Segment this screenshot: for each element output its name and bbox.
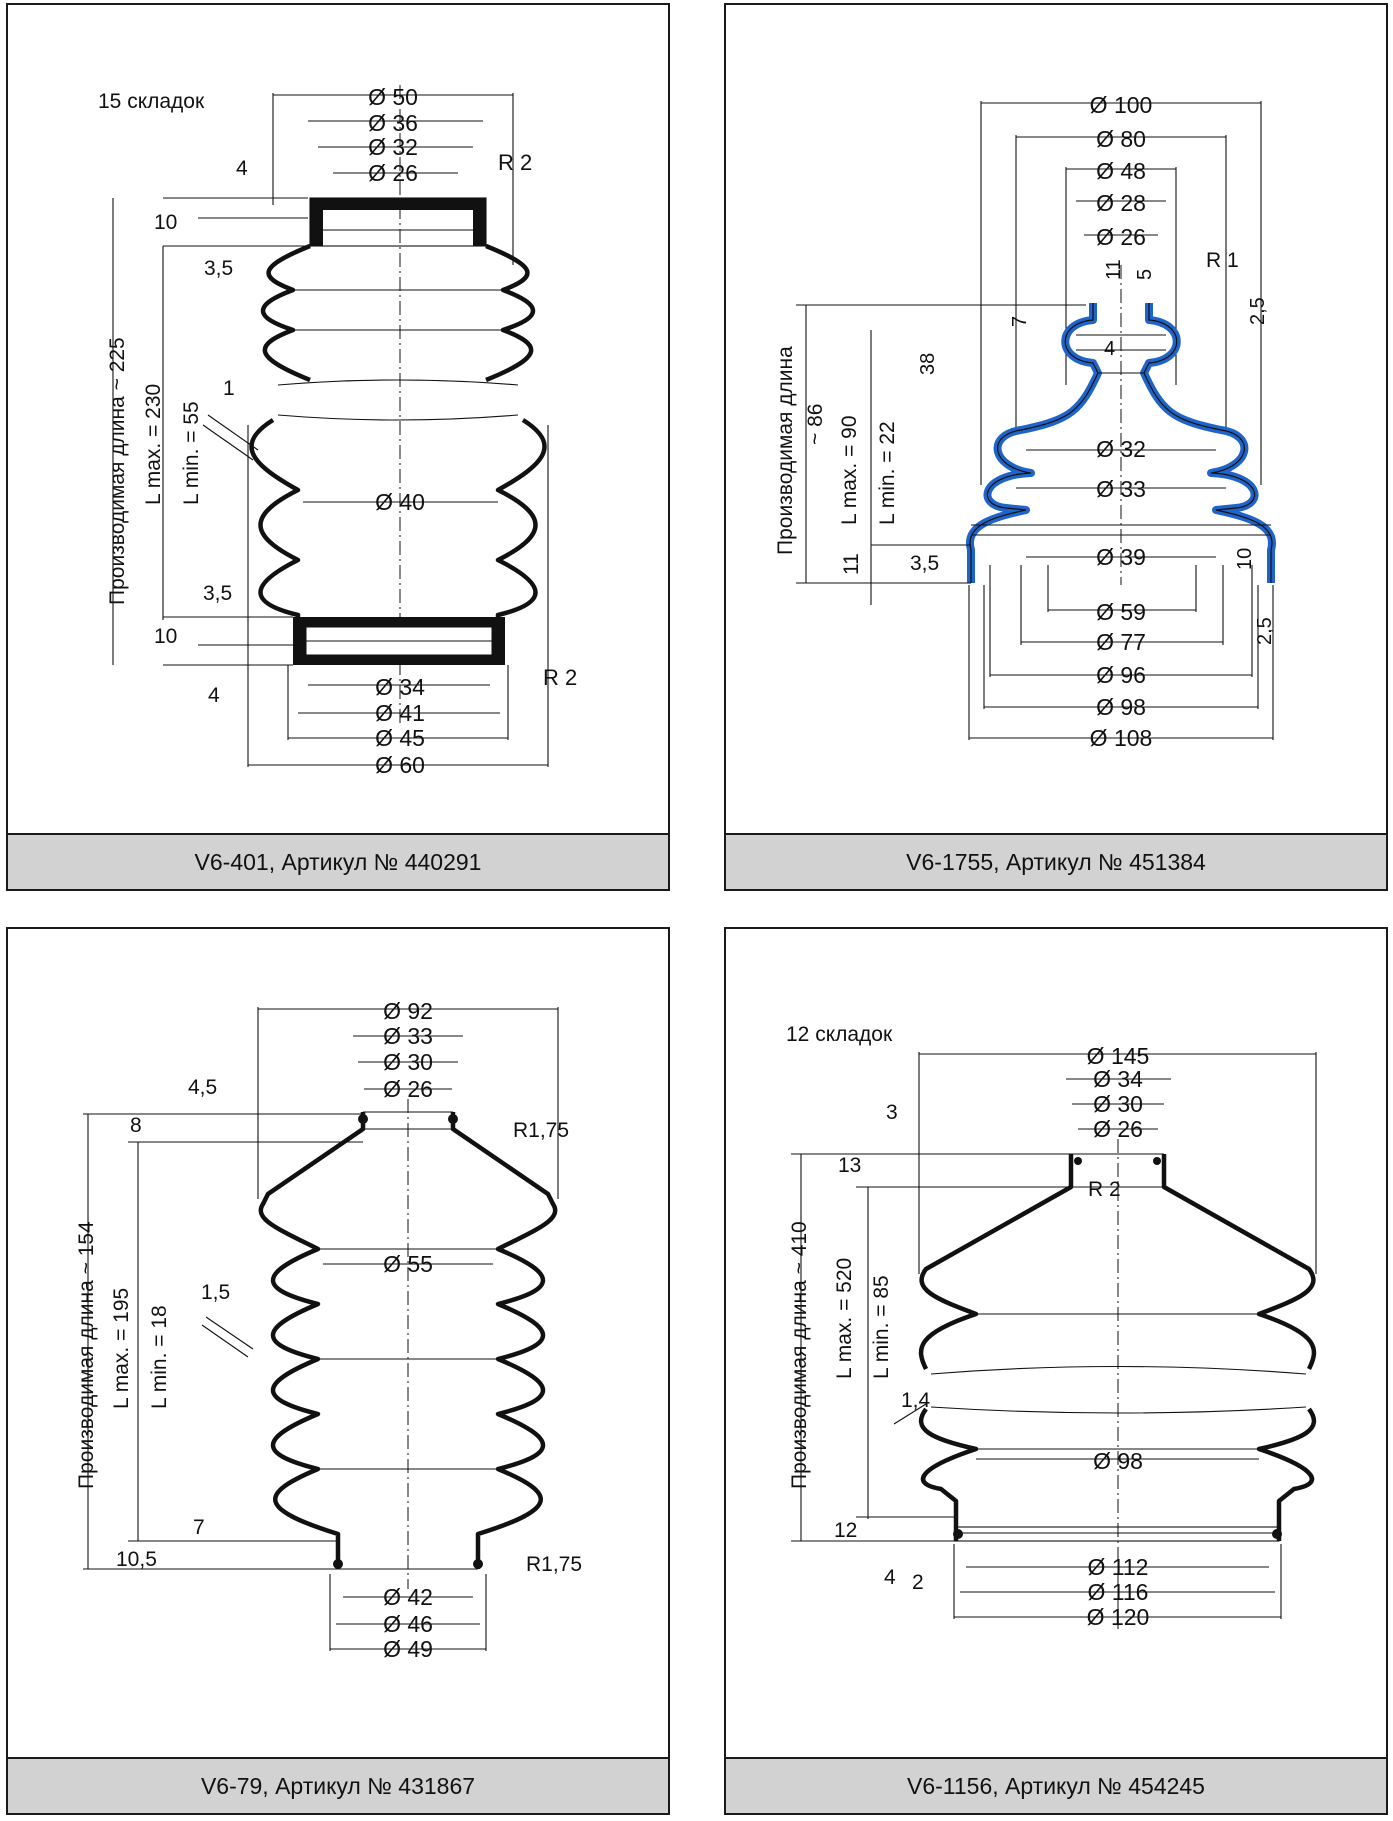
dim-d46: Ø 46 bbox=[383, 1611, 433, 1637]
dim-d45: Ø 45 bbox=[375, 725, 425, 751]
dim-v4: 4 bbox=[1104, 338, 1115, 360]
dim-v12: 12 bbox=[834, 1519, 857, 1542]
dim-d92: Ø 92 bbox=[383, 998, 433, 1024]
v6-401-drawing: 15 складок Ø 50 Ø 36 Ø 32 Ø 26 R 2 4 10 … bbox=[98, 84, 577, 778]
radius-r1: R 1 bbox=[1206, 249, 1239, 272]
dim-v105: 10,5 bbox=[116, 1548, 157, 1571]
dim-d120: Ø 120 bbox=[1087, 1604, 1150, 1630]
dim-d34: Ø 34 bbox=[1093, 1066, 1143, 1092]
length-max: L max. = 90 bbox=[838, 415, 861, 525]
dim-d26: Ø 26 bbox=[368, 160, 418, 186]
v6-1156-drawing: 12 складок Ø 145 Ø 34 Ø 30 Ø 26 3 13 R 2… bbox=[786, 1023, 1317, 1630]
dim-d33: Ø 33 bbox=[383, 1023, 433, 1049]
dim-d33: Ø 33 bbox=[1096, 476, 1146, 502]
dim-d80: Ø 80 bbox=[1096, 126, 1146, 152]
radius-top: R1,75 bbox=[513, 1119, 569, 1142]
dim-v5: 5 bbox=[1134, 269, 1156, 280]
dim-d49: Ø 49 bbox=[383, 1636, 433, 1662]
dim-d30: Ø 30 bbox=[383, 1049, 433, 1075]
length-total: Производимая длина ~ 225 bbox=[106, 337, 129, 605]
dim-d26: Ø 26 bbox=[1096, 224, 1146, 250]
dim-t10: 10 bbox=[154, 211, 177, 234]
dim-d100: Ø 100 bbox=[1090, 92, 1153, 118]
dim-d96: Ø 96 bbox=[1096, 662, 1146, 688]
dim-d112: Ø 112 bbox=[1088, 1554, 1149, 1580]
length-approx: ~ 86 bbox=[804, 404, 827, 445]
fold-count-note: 12 складок bbox=[786, 1023, 893, 1046]
caption: V6-1156, Артикул № 454245 bbox=[726, 1757, 1386, 1813]
dim-v11: 11 bbox=[1103, 259, 1125, 280]
dim-d60: Ø 60 bbox=[375, 752, 425, 778]
caption: V6-79, Артикул № 431867 bbox=[8, 1757, 668, 1813]
dim-t4: 4 bbox=[236, 157, 248, 180]
dim-d26: Ø 26 bbox=[383, 1076, 433, 1102]
v6-1755-drawing: Ø 100 Ø 80 Ø 48 Ø 28 Ø 26 11 5 R 1 2,5 7… bbox=[774, 92, 1276, 751]
dim-d55: Ø 55 bbox=[383, 1251, 433, 1277]
length-min: L min. = 55 bbox=[180, 401, 203, 505]
dim-v25: 2,5 bbox=[1247, 297, 1269, 325]
dim-v11b: 11 bbox=[840, 553, 863, 575]
drawing-panel-v6-79: Ø 92 Ø 33 Ø 30 Ø 26 4,5 8 R1,75 Ø 55 Про… bbox=[6, 927, 670, 1815]
dim-v25b: 2,5 bbox=[1254, 617, 1276, 645]
dim-v7: 7 bbox=[1009, 316, 1031, 327]
caption: V6-401, Артикул № 440291 bbox=[8, 833, 668, 889]
dim-d36: Ø 36 bbox=[368, 110, 418, 136]
dim-v2: 2 bbox=[912, 1571, 924, 1594]
length-max: L max. = 230 bbox=[142, 384, 165, 505]
dim-b10: 10 bbox=[154, 625, 177, 648]
dim-d26: Ø 26 bbox=[1093, 1116, 1143, 1142]
dim-d41: Ø 41 bbox=[375, 700, 425, 726]
length-total: Производимая длина bbox=[774, 346, 797, 555]
dim-d32: Ø 32 bbox=[1096, 436, 1146, 462]
dim-d108: Ø 108 bbox=[1090, 725, 1153, 751]
dim-d42: Ø 42 bbox=[383, 1584, 433, 1610]
drawing-panel-v6-1755: Ø 100 Ø 80 Ø 48 Ø 28 Ø 26 11 5 R 1 2,5 7… bbox=[724, 3, 1388, 891]
length-total: Производимая длина ~ 410 bbox=[788, 1221, 811, 1489]
dim-d98: Ø 98 bbox=[1096, 694, 1146, 720]
dim-d32: Ø 32 bbox=[368, 134, 418, 160]
radius-r2: R 2 bbox=[1088, 1178, 1121, 1201]
dim-d116: Ø 116 bbox=[1088, 1579, 1149, 1605]
dim-b4: 4 bbox=[208, 684, 220, 707]
caption: V6-1755, Артикул № 451384 bbox=[726, 833, 1386, 889]
dim-d77: Ø 77 bbox=[1096, 629, 1146, 655]
dim-v3: 3 bbox=[886, 1101, 898, 1124]
length-min: L min. = 22 bbox=[876, 421, 899, 525]
drawing-panel-v6-1156: 12 складок Ø 145 Ø 34 Ø 30 Ø 26 3 13 R 2… bbox=[724, 927, 1388, 1815]
dim-v45: 4,5 bbox=[188, 1076, 217, 1099]
wall-thickness: 1,5 bbox=[201, 1281, 230, 1304]
dim-d28: Ø 28 bbox=[1096, 190, 1146, 216]
wall-thickness: 1,4 bbox=[901, 1389, 931, 1412]
dim-d30: Ø 30 bbox=[1093, 1091, 1143, 1117]
dim-t35: 3,5 bbox=[204, 257, 233, 280]
dim-b35: 3,5 bbox=[203, 582, 232, 605]
dim-d39: Ø 39 bbox=[1096, 544, 1146, 570]
dim-v10: 10 bbox=[1234, 548, 1256, 570]
dim-v4: 4 bbox=[884, 1566, 896, 1589]
radius-bottom: R1,75 bbox=[526, 1553, 582, 1576]
dim-v7: 7 bbox=[193, 1516, 205, 1539]
dim-v35: 3,5 bbox=[910, 552, 939, 575]
dim-v13: 13 bbox=[838, 1154, 861, 1177]
fold-count-note: 15 складок bbox=[98, 90, 205, 113]
dim-v8: 8 bbox=[130, 1114, 142, 1137]
dim-d50: Ø 50 bbox=[368, 84, 418, 110]
radius-top: R 2 bbox=[498, 150, 532, 175]
length-total: Производимая длина ~ 154 bbox=[75, 1221, 98, 1489]
length-min: L min. = 18 bbox=[148, 1305, 171, 1409]
length-max: L max. = 520 bbox=[833, 1258, 856, 1379]
v6-79-drawing: Ø 92 Ø 33 Ø 30 Ø 26 4,5 8 R1,75 Ø 55 Про… bbox=[75, 998, 582, 1662]
dim-d48: Ø 48 bbox=[1096, 158, 1146, 184]
length-max: L max. = 195 bbox=[110, 1288, 133, 1409]
radius-bottom: R 2 bbox=[543, 665, 577, 690]
dim-d98: Ø 98 bbox=[1093, 1448, 1143, 1474]
wall-thickness: 1 bbox=[223, 377, 235, 400]
length-min: L min. = 85 bbox=[870, 1275, 893, 1379]
dim-d145: Ø 145 bbox=[1087, 1043, 1150, 1069]
drawing-panel-v6-401: 15 складок Ø 50 Ø 36 Ø 32 Ø 26 R 2 4 10 … bbox=[6, 3, 670, 891]
dim-v38: 38 bbox=[917, 353, 939, 375]
dim-d59: Ø 59 bbox=[1096, 599, 1146, 625]
dim-d34: Ø 34 bbox=[375, 674, 425, 700]
